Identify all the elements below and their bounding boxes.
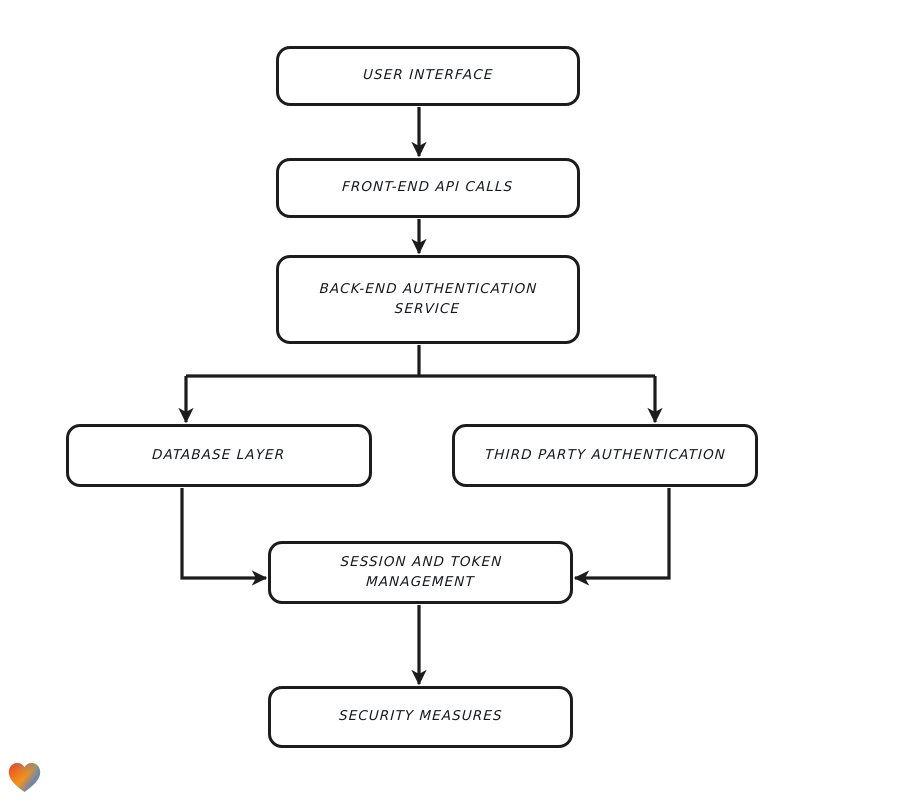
edge-database-to-session — [180, 488, 268, 586]
node-label: USER INTERFACE — [362, 67, 494, 84]
edge-thirdparty-to-session — [573, 488, 671, 586]
node-frontend-api-calls[interactable]: FRONT-END API CALLS — [276, 158, 580, 218]
node-label: THIRD PARTY AUTHENTICATION — [484, 446, 726, 463]
node-backend-authentication-service[interactable]: BACK-END AUTHENTICATION SERVICE — [276, 255, 580, 344]
node-label: BACK-END AUTHENTICATION SERVICE — [319, 280, 538, 317]
node-label: FRONT-END API CALLS — [342, 179, 515, 196]
node-security-measures[interactable]: SECURITY MEASURES — [268, 686, 573, 748]
node-label: SECURITY MEASURES — [338, 708, 503, 725]
node-third-party-authentication[interactable]: THIRD PARTY AUTHENTICATION — [452, 424, 758, 487]
node-label: SESSION AND TOKEN MANAGEMENT — [339, 553, 503, 590]
heart-icon — [8, 762, 41, 792]
node-user-interface[interactable]: USER INTERFACE — [276, 46, 580, 106]
node-session-and-token-management[interactable]: SESSION AND TOKEN MANAGEMENT — [268, 541, 573, 604]
node-label: DATABASE LAYER — [152, 446, 287, 463]
node-database-layer[interactable]: DATABASE LAYER — [66, 424, 372, 487]
